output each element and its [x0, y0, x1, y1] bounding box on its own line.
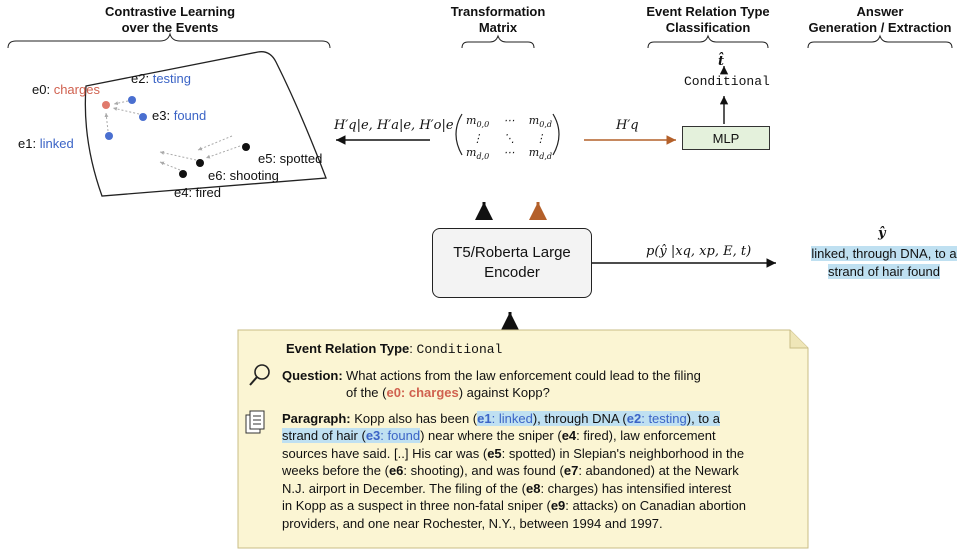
- paragraph-line-7: providers, and one near Rochester, N.Y.,…: [282, 515, 663, 531]
- question-line-2: of the (e0: charges) against Kopp?: [346, 385, 550, 400]
- label-hq: H′q: [616, 118, 639, 133]
- paragraph-line-4: weeks before the (e6: shooting), and was…: [282, 463, 739, 478]
- label-generation-prob: p(ŷ |xq, xp, E, t): [646, 244, 752, 259]
- classification-output: Conditional: [684, 74, 770, 89]
- paragraph-line-6: in Kopp as a suspect in three non-fatal …: [282, 498, 746, 513]
- label-e0: e0: charges: [32, 82, 100, 97]
- label-e2: e2: testing: [131, 71, 192, 86]
- contrastive-arrows: [104, 100, 241, 171]
- point-e5: [242, 143, 250, 151]
- label-y-hat: ŷ: [878, 226, 886, 241]
- point-e6: [196, 159, 204, 167]
- label-t-hat: t̂: [718, 54, 725, 69]
- transformation-matrix: m0,0 ⋯ m0,d ⋮⋱⋮ md,0 ⋯ md,d: [466, 114, 552, 164]
- brace-contrastive: [7, 32, 331, 49]
- label-hidden-states: H′q|e, H′a|e, H′o|e: [334, 118, 454, 133]
- label-e5: e5: spotted: [258, 151, 323, 166]
- magnifier-icon: [249, 364, 270, 386]
- embedding-space: [84, 51, 327, 197]
- document-icon: [245, 410, 265, 434]
- paragraph-line-5: N.J. airport in December. The filing of …: [282, 480, 732, 496]
- matrix-md0: md,0: [466, 146, 490, 162]
- brace-transform: [461, 34, 535, 49]
- mlp-box: MLP: [682, 126, 770, 150]
- paragraph-line-1: Paragraph: Kopp also has been (e1: linke…: [282, 410, 720, 426]
- brace-classify: [647, 34, 769, 49]
- matrix-mdd: md,d: [528, 146, 552, 162]
- input-panel: [237, 329, 809, 549]
- matrix-left-paren: [455, 113, 463, 156]
- matrix-m0d: m0,d: [528, 114, 552, 130]
- point-e4: [179, 170, 187, 178]
- paragraph-line-3: sources have said. [..] His car was (e5:…: [282, 445, 745, 461]
- point-e3: [139, 113, 147, 121]
- relation-type-line: Event Relation Type: Conditional: [286, 341, 503, 357]
- matrix-m00: m0,0: [466, 114, 490, 130]
- input-panel-text: Event Relation Type: Conditional Questio…: [250, 340, 810, 532]
- point-e2: [128, 96, 136, 104]
- paragraph-line-2: strand of hair (e3: found) near where th…: [282, 428, 716, 443]
- question-line-1: Question:What actions from the law enfor…: [282, 367, 701, 383]
- brace-answer: [807, 34, 953, 49]
- point-e0: [102, 101, 110, 109]
- label-e6: e6: shooting: [208, 168, 279, 183]
- label-e1: e1: linked: [18, 136, 74, 151]
- label-e3: e3: found: [152, 108, 207, 123]
- label-e4: e4: fired: [174, 185, 221, 200]
- matrix-right-paren: [552, 113, 560, 156]
- point-e1: [105, 132, 113, 140]
